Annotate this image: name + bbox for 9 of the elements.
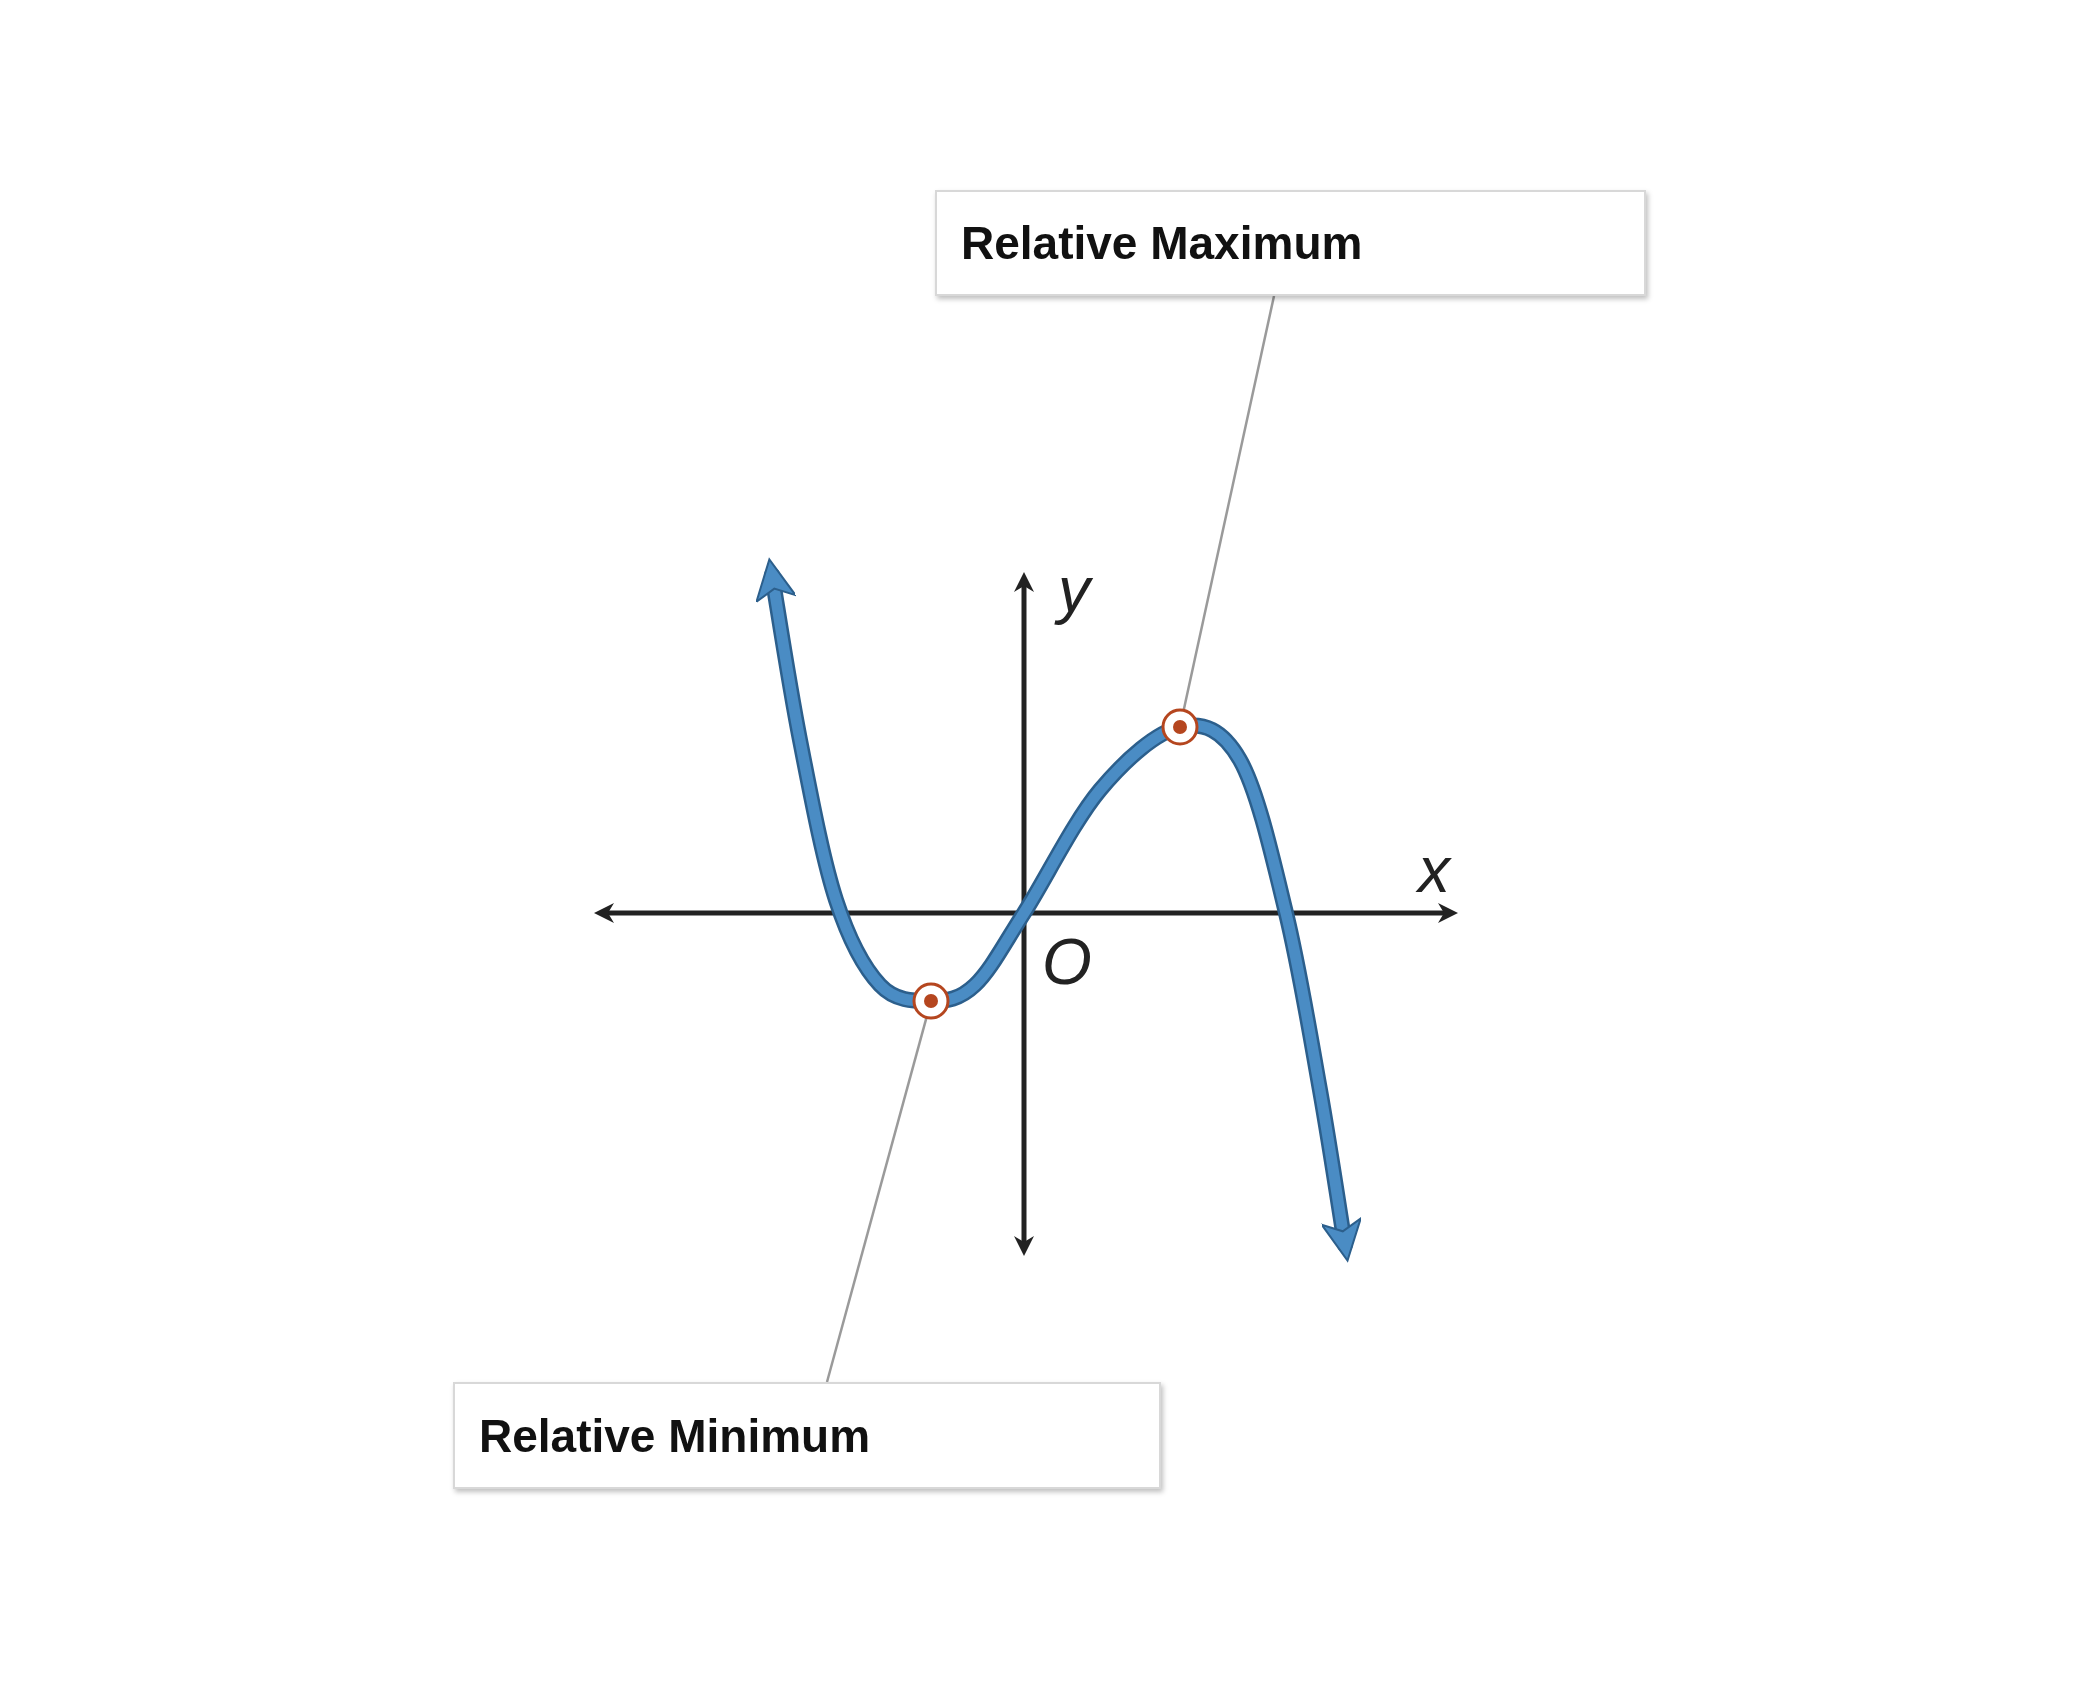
leader-line — [825, 1018, 928, 1383]
origin-label: O — [1042, 930, 1092, 994]
point-marker — [1161, 708, 1199, 746]
point-marker — [912, 982, 950, 1020]
label-box — [935, 190, 1646, 296]
callout-text: Relative Maximum — [961, 216, 1363, 270]
leader-line — [1182, 295, 1276, 710]
callout-text: Relative Minimum — [479, 1408, 871, 1463]
label-box — [453, 1382, 1161, 1489]
